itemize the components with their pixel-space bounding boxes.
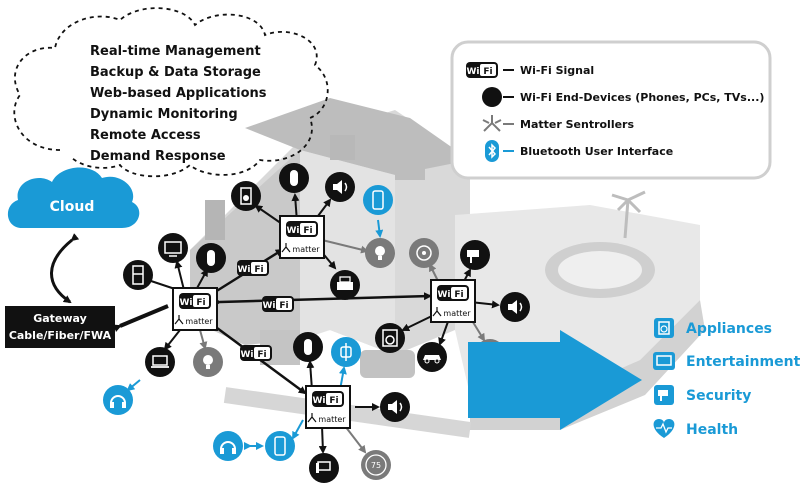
thermostat-value: 75 [371, 461, 381, 470]
svg-text:Fi: Fi [454, 290, 463, 300]
volume-icon [500, 292, 530, 322]
svg-text:Wi: Wi [240, 350, 253, 360]
legend: Wi Fi Wi-Fi Signal Wi-Fi End-Devices (Ph… [450, 40, 772, 180]
cloud-label: Cloud [50, 199, 95, 215]
cloud-service-item: Web-based Applications [90, 86, 267, 101]
matter-logo-icon [482, 115, 502, 132]
legend-label: Wi-Fi End-Devices (Phones, PCs, TVs...) [520, 91, 764, 104]
svg-text:Wi: Wi [312, 396, 325, 406]
gateway-sublabel: Cable/Fiber/FWA [9, 329, 112, 342]
benefits-list: Appliances Entertainment Security Health [653, 318, 800, 438]
svg-text:Fi: Fi [279, 301, 288, 311]
smart-speaker-icon [293, 332, 323, 362]
headphones-icon [213, 431, 243, 461]
desktop-pc-icon [309, 453, 339, 483]
wifi-matter-hub: Wi Fi matter [279, 215, 325, 259]
cloud-service-item: Real-time Management [90, 44, 261, 59]
cloud-node: Cloud [7, 167, 140, 228]
tv-icon [653, 352, 675, 370]
cloud-gateway-link [50, 233, 80, 304]
wifi-matter-hub: Wi Fi matter [430, 279, 476, 323]
tv-device-icon [158, 233, 188, 263]
phone-device-icon [265, 431, 295, 461]
smartwatch-icon [331, 337, 361, 367]
benefits-arrow [468, 330, 642, 430]
camera-device-icon [460, 240, 490, 270]
svg-text:Fi: Fi [196, 298, 205, 308]
legend-label: Wi-Fi Signal [520, 64, 594, 77]
laptop-device-icon [145, 347, 175, 377]
wifi-matter-hub: Wi Fi matter [305, 385, 351, 429]
wifi-signal-badge: Wi Fi [240, 345, 272, 361]
legend-label: Matter Sentrollers [520, 118, 634, 131]
car-device-icon [417, 342, 447, 372]
svg-text:Wi: Wi [262, 301, 275, 311]
phone-device-icon [363, 185, 393, 215]
svg-text:matter: matter [185, 317, 213, 326]
svg-text:matter: matter [443, 309, 471, 318]
cloud-service-item: Remote Access [90, 128, 201, 143]
benefit-label: Entertainment [686, 354, 800, 370]
svg-text:Wi: Wi [179, 298, 192, 308]
svg-text:Fi: Fi [254, 265, 263, 275]
svg-text:matter: matter [292, 245, 320, 254]
volume-icon [325, 172, 355, 202]
svg-text:Wi: Wi [286, 226, 299, 236]
headphones-icon [103, 385, 133, 415]
svg-text:Fi: Fi [483, 67, 492, 77]
bluetooth-icon [485, 140, 499, 162]
legend-label: Bluetooth User Interface [520, 145, 673, 158]
smart-speaker-icon [279, 163, 309, 193]
wifi-signal-badge: Wi Fi [237, 260, 269, 276]
appliance-icon [654, 318, 674, 338]
door-lock-icon [409, 238, 439, 268]
end-device-dot-icon [482, 87, 502, 107]
gateway-link [112, 304, 169, 332]
volume-icon [380, 392, 410, 422]
wifi-matter-hub: Wi Fi matter [172, 287, 218, 331]
washer-device-icon [375, 323, 405, 353]
svg-text:Wi: Wi [437, 290, 450, 300]
cloud-service-item: Backup & Data Storage [90, 65, 261, 80]
printer-device-icon [330, 270, 360, 300]
benefit-label: Security [686, 388, 751, 404]
gateway-label: Gateway [33, 312, 87, 325]
speaker-device-icon [196, 243, 226, 273]
cloud-service-item: Dynamic Monitoring [90, 107, 238, 122]
cloud-services-list: Real-time Management Backup & Data Stora… [90, 44, 267, 164]
svg-text:Fi: Fi [257, 350, 266, 360]
benefit-label: Health [686, 422, 738, 438]
gateway-node: Gateway Cable/Fiber/FWA [5, 306, 115, 348]
svg-text:Wi: Wi [466, 67, 479, 77]
fridge-device-icon [123, 260, 153, 290]
svg-text:matter: matter [318, 415, 346, 424]
cloud-service-item: Demand Response [90, 149, 226, 164]
camera-icon [654, 385, 674, 405]
smart-bulb-icon [193, 347, 223, 377]
heart-pulse-icon [653, 419, 675, 438]
svg-text:Wi: Wi [237, 265, 250, 275]
smart-bulb-icon [365, 238, 395, 268]
thermostat-icon: 75 [361, 450, 391, 480]
benefit-label: Appliances [686, 321, 772, 337]
wifi-signal-badge: Wi Fi [262, 296, 294, 312]
cloud-services-bubble [13, 7, 329, 178]
wifi-badge-icon: Wi Fi [466, 62, 498, 78]
svg-text:Fi: Fi [329, 396, 338, 406]
speaker-device-icon [231, 181, 261, 211]
svg-text:Fi: Fi [303, 226, 312, 236]
